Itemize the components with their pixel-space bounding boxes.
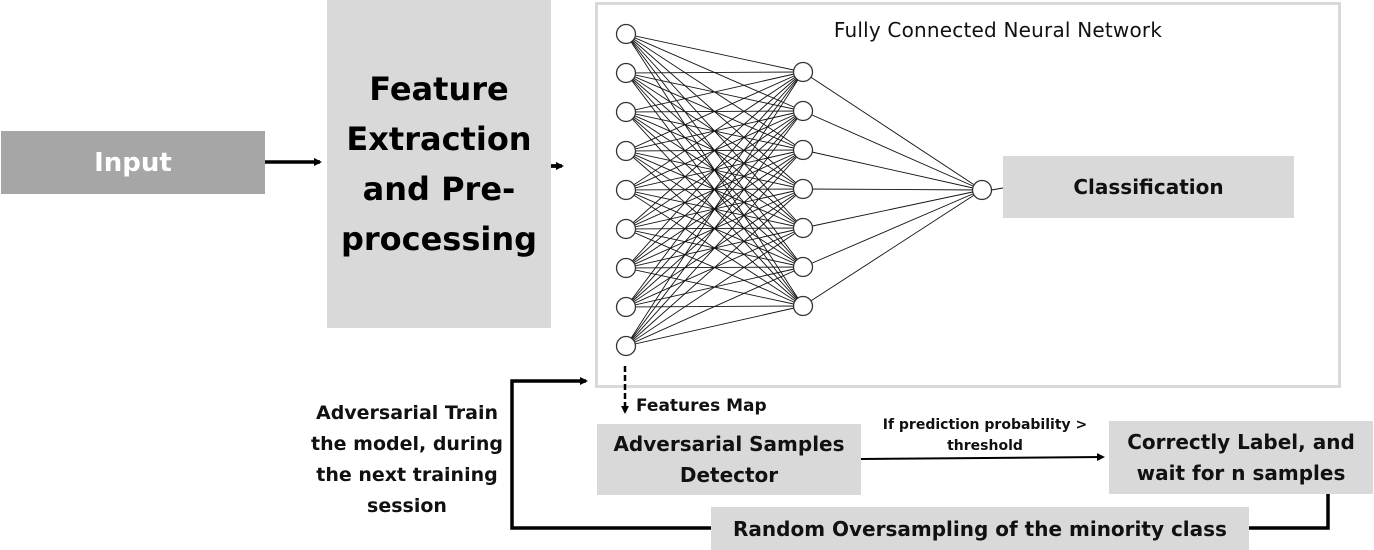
nn-edge xyxy=(625,149,804,347)
classification-box: Classification xyxy=(1003,156,1294,218)
nn-edge xyxy=(625,71,804,191)
nn-edge xyxy=(625,305,804,347)
arrow-detector-to-label xyxy=(860,453,1105,462)
nn-edge xyxy=(625,71,804,152)
nn-edge xyxy=(625,71,804,269)
correct-label-box: Correctly Label, and wait for n samples xyxy=(1109,421,1373,494)
input-neuron xyxy=(615,62,637,84)
arrow-oversampling-to-network xyxy=(510,377,711,530)
nn-edge xyxy=(625,33,804,73)
nn-edge xyxy=(625,71,804,347)
input-neuron xyxy=(615,296,637,318)
nn-edge xyxy=(625,71,804,113)
input-neuron xyxy=(615,179,637,201)
feature-extraction-box: Feature Extraction and Pre-processing xyxy=(327,0,551,328)
nn-edge xyxy=(802,189,983,307)
connector-label-to-oversampling xyxy=(1249,494,1330,530)
output-neuron xyxy=(971,179,993,201)
nn-edge xyxy=(625,71,804,74)
nn-edge xyxy=(625,188,804,347)
threshold-condition-label: If prediction probability > threshold xyxy=(882,417,1088,454)
hidden-neuron xyxy=(792,256,814,278)
nn-edge xyxy=(802,189,983,268)
neural-network-title: Fully Connected Neural Network xyxy=(833,18,1163,42)
input-neuron xyxy=(615,23,637,45)
features-map-label: Features Map xyxy=(636,396,767,416)
input-neuron xyxy=(615,257,637,279)
input-neuron xyxy=(615,335,637,357)
nn-edge xyxy=(625,266,804,347)
nn-to-classification-edge xyxy=(991,187,1004,191)
nn-edge xyxy=(802,110,983,191)
hidden-neuron xyxy=(792,61,814,83)
input-neuron xyxy=(615,140,637,162)
hidden-neuron xyxy=(792,178,814,200)
hidden-neuron xyxy=(792,139,814,161)
hidden-neuron xyxy=(792,295,814,317)
nn-edge xyxy=(625,71,804,308)
input-neuron xyxy=(615,218,637,240)
input-neuron xyxy=(615,101,637,123)
neural-network-graph xyxy=(615,23,1004,357)
neural-network-frame xyxy=(595,2,1341,388)
hidden-neuron xyxy=(792,217,814,239)
nn-edge xyxy=(625,227,804,347)
nn-edge xyxy=(802,149,983,191)
input-box: Input xyxy=(1,131,265,194)
nn-edge xyxy=(625,71,804,230)
nn-edge xyxy=(802,188,983,191)
oversampling-box: Random Oversampling of the minority clas… xyxy=(711,507,1249,550)
adversarial-detector-box: Adversarial Samples Detector xyxy=(597,424,861,495)
nn-edge xyxy=(625,110,804,347)
hidden-neuron xyxy=(792,100,814,122)
nn-edge xyxy=(802,71,983,191)
nn-edge xyxy=(802,189,983,229)
adversarial-train-label: Adversarial Train the model, during the … xyxy=(311,402,503,517)
